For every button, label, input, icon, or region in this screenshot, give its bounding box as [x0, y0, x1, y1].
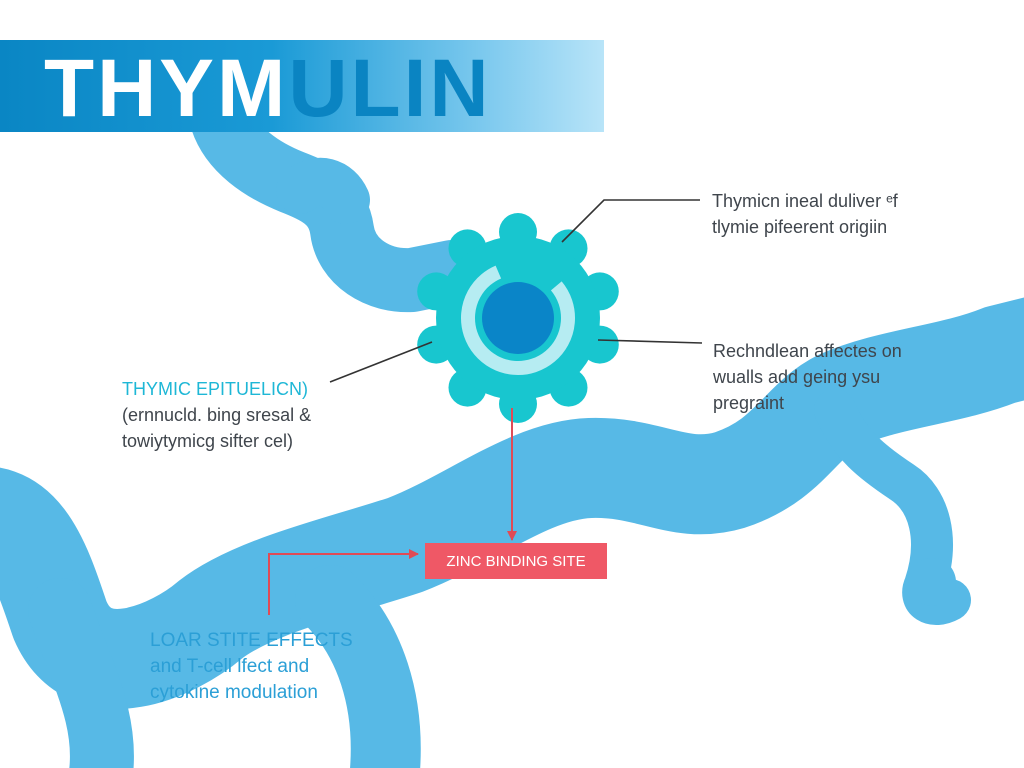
vessel-upper-knot [276, 157, 370, 224]
vessel-end-node [908, 558, 956, 606]
callout-mid-right: Rechndlean affectes on wualls add geing … [713, 338, 902, 416]
vessel-left-drop [28, 578, 134, 768]
vessel-lower-branch [295, 565, 421, 768]
zinc-binding-site-text: ZINC BINDING SITE [446, 552, 586, 570]
leader-line-top-right [561, 199, 700, 243]
thymulin-molecule [417, 213, 619, 423]
callout-left: THYMIC EPITUELICN) (ernnucld. bing sresa… [122, 376, 311, 454]
molecule-ring [461, 261, 575, 375]
callout-bottom-left-line: and T-cell lfect and [150, 656, 310, 677]
title-part-1: THYM [44, 43, 289, 134]
title-banner [0, 40, 604, 132]
callout-top-right-line: Thymicn ineal duliver ᵉf [712, 191, 898, 211]
molecule-core [482, 282, 554, 354]
callout-mid-right-line: wualls add geing ysu [713, 367, 881, 387]
callout-bottom-left: LOAR STITE EFFECTS and T-cell lfect and … [150, 628, 353, 706]
arrow-effects-to-zinc [268, 549, 419, 615]
callout-bottom-left-line: LOAR STITE EFFECTS [150, 630, 353, 651]
callout-top-right-line: tlymie pifeerent origiin [712, 217, 888, 237]
callout-left-line: (ernnucld. bing sresal & [122, 405, 312, 425]
callout-mid-right-line: Rechndlean affectes on [713, 341, 902, 361]
callout-bottom-left-line: cytokine modulation [150, 682, 318, 703]
callout-left-heading: THYMIC EPITUELICN) [122, 379, 309, 399]
zinc-binding-site-label: ZINC BINDING SITE [425, 543, 607, 579]
vessel-network [0, 88, 1024, 768]
leader-line-left [329, 341, 433, 383]
page-title: THYMULIN [44, 44, 492, 134]
arrows [268, 408, 517, 615]
callout-mid-right-line: pregraint [713, 393, 785, 413]
callout-top-right: Thymicn ineal duliver ᵉf tlymie pifeeren… [712, 188, 898, 240]
leader-lines [329, 199, 703, 383]
callout-left-line: towiytymicg sifter cel) [122, 431, 294, 451]
leader-line-mid-right [597, 339, 703, 344]
title-part-2: ULIN [288, 43, 492, 134]
